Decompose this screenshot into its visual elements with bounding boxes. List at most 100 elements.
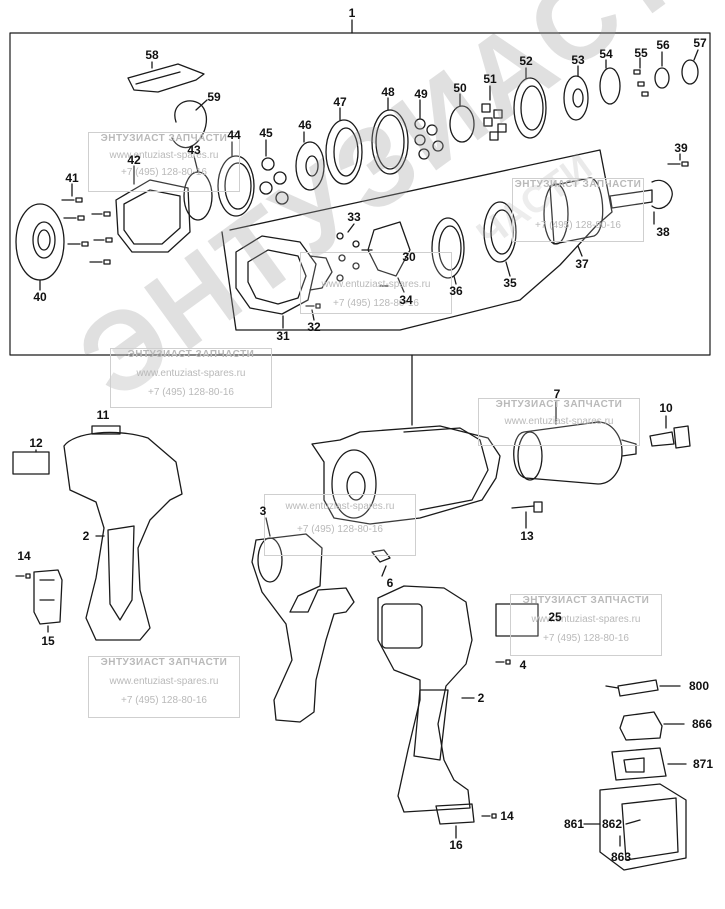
watermark-title: ЭНТУЗИАСТ ЗАПЧАСТИ bbox=[100, 133, 228, 144]
leader-59 bbox=[195, 99, 208, 111]
part-48-thin-washer bbox=[371, 109, 409, 175]
leader-57 bbox=[693, 49, 699, 61]
part-7-chuck-face bbox=[517, 431, 543, 481]
part-59-spring-clip bbox=[171, 100, 208, 149]
callout-3: 3 bbox=[259, 504, 267, 518]
part-53-output-carrier-hub bbox=[572, 88, 584, 108]
part-52-ring-gear-inner bbox=[520, 85, 544, 131]
part-11-tag bbox=[91, 425, 121, 435]
part-38-spindle-shaft bbox=[609, 179, 673, 210]
callout-2-left: 2 bbox=[82, 529, 90, 543]
part-1-gearbox-face bbox=[331, 449, 377, 519]
callout-10: 10 bbox=[659, 401, 673, 415]
callout-33: 33 bbox=[347, 210, 361, 224]
part-48-thin-washer-inner bbox=[375, 114, 405, 170]
part-3-motor-can bbox=[257, 537, 283, 583]
part-58-cover-plate bbox=[127, 63, 205, 93]
callout-55: 55 bbox=[634, 46, 648, 60]
watermark-phone: +7 (495) 128-80-16 bbox=[148, 387, 234, 398]
gearbox-subframe bbox=[221, 149, 613, 331]
watermark-site: www.entuziast-spares.ru bbox=[136, 368, 246, 379]
part-1-gearbox-assembly bbox=[311, 425, 501, 525]
callout-32: 32 bbox=[307, 320, 321, 334]
watermark-phone: +7 (495) 128-80-16 bbox=[333, 298, 419, 309]
part-52-ring-gear bbox=[513, 77, 547, 139]
watermark-box-4: www.entuziast-spares.ru +7 (495) 128-80-… bbox=[264, 494, 416, 556]
leader-862 bbox=[625, 819, 641, 825]
watermark-site: www.entuziast-spares.ru bbox=[285, 501, 395, 512]
callout-6: 6 bbox=[386, 576, 394, 590]
part-35-ring bbox=[483, 201, 517, 263]
watermark-phone: +7 (495) 128-80-16 bbox=[121, 695, 207, 706]
callout-36: 36 bbox=[449, 284, 463, 298]
callout-41: 41 bbox=[65, 171, 79, 185]
part-49-planet-gears bbox=[414, 99, 444, 160]
callout-38: 38 bbox=[656, 225, 670, 239]
watermark-box-3: ЭНТУЗИАСТ ЗАПЧАСТИ www.entuziast-spares.… bbox=[478, 398, 640, 446]
callout-7: 7 bbox=[553, 387, 561, 401]
part-866-charger bbox=[619, 711, 663, 741]
callout-47: 47 bbox=[333, 95, 347, 109]
callout-861: 861 bbox=[563, 817, 585, 831]
part-35-ring-inner bbox=[490, 209, 514, 255]
part-56-bearing bbox=[654, 67, 670, 89]
watermark-site: www.entuziast-spares.ru bbox=[321, 279, 431, 290]
watermark-title: ЭНТУЗИАСТ ЗАПЧАСТИ bbox=[514, 179, 642, 190]
part-6-switch-lever bbox=[371, 549, 391, 563]
callout-37: 37 bbox=[575, 257, 589, 271]
callout-50: 50 bbox=[453, 81, 467, 95]
callout-59: 59 bbox=[207, 90, 221, 104]
callout-40: 40 bbox=[33, 290, 47, 304]
part-14-screw-right bbox=[481, 813, 497, 819]
part-12-label bbox=[12, 451, 50, 475]
callout-44: 44 bbox=[227, 128, 241, 142]
part-2-housing-left-grip bbox=[107, 525, 135, 621]
part-34-pin-plate bbox=[361, 221, 411, 287]
watermark-box-1: ЭНТУЗИАСТ ЗАПЧАСТИ www.entuziast-spares.… bbox=[88, 132, 240, 192]
watermark-phone: +7 (495) 128-80-16 bbox=[535, 220, 621, 231]
leader-35 bbox=[505, 261, 511, 277]
part-2-display-window bbox=[381, 603, 423, 649]
part-41-screws bbox=[61, 183, 113, 265]
part-53-output-carrier bbox=[563, 75, 589, 121]
callout-53: 53 bbox=[571, 53, 585, 67]
watermark-site: www.entuziast-spares.ru bbox=[109, 676, 219, 687]
callout-863: 863 bbox=[610, 850, 632, 864]
part-2-grip bbox=[413, 689, 449, 761]
callout-42: 42 bbox=[127, 153, 141, 167]
leader-6 bbox=[381, 565, 387, 577]
watermark-title: ЭНТУЗИАСТ ЗАПЧАСТИ bbox=[127, 349, 255, 360]
callout-871: 871 bbox=[692, 757, 714, 771]
watermark-phone: +7 (495) 128-80-16 bbox=[543, 633, 629, 644]
part-16-battery-latch bbox=[435, 803, 475, 825]
callout-800: 800 bbox=[688, 679, 710, 693]
part-800-bit bbox=[605, 679, 659, 697]
callout-25: 25 bbox=[548, 610, 562, 624]
part-33-steel-balls bbox=[336, 223, 360, 282]
callout-39: 39 bbox=[674, 141, 688, 155]
watermark-box-5: ЭНТУЗИАСТ ЗАПЧАСТИ www.entuziast-spares.… bbox=[88, 656, 240, 718]
part-50-carrier bbox=[449, 105, 475, 143]
part-47-ring-gear bbox=[325, 119, 363, 185]
callout-862: 862 bbox=[601, 817, 623, 831]
part-39-screws bbox=[667, 153, 689, 167]
watermark-site: www.entuziast-spares.ru bbox=[531, 614, 641, 625]
part-46-planet-carrier bbox=[295, 141, 325, 191]
part-45-planet-gears bbox=[259, 139, 289, 205]
callout-11: 11 bbox=[96, 408, 110, 422]
part-861-case bbox=[599, 783, 687, 871]
callout-14-left: 14 bbox=[17, 549, 31, 563]
part-36-ring-inner bbox=[438, 225, 462, 271]
part-15-belt-clip bbox=[33, 569, 63, 625]
callout-49: 49 bbox=[414, 87, 428, 101]
watermark-box-8: ЭНТУЗИАСТ ЗАПЧАСТИ +7 (495) 128-80-16 bbox=[512, 178, 644, 242]
callout-14-right: 14 bbox=[500, 809, 514, 823]
callout-1: 1 bbox=[348, 6, 356, 20]
part-31-collar-housing bbox=[235, 235, 317, 315]
watermark-site: www.entuziast-spares.ru bbox=[504, 416, 614, 427]
part-44-ring-gear-inner bbox=[224, 162, 252, 210]
watermark-box-7: www.entuziast-spares.ru +7 (495) 128-80-… bbox=[300, 252, 452, 314]
callout-48: 48 bbox=[381, 85, 395, 99]
watermark-title: ЭНТУЗИАСТ ЗАПЧАСТИ bbox=[100, 657, 228, 668]
